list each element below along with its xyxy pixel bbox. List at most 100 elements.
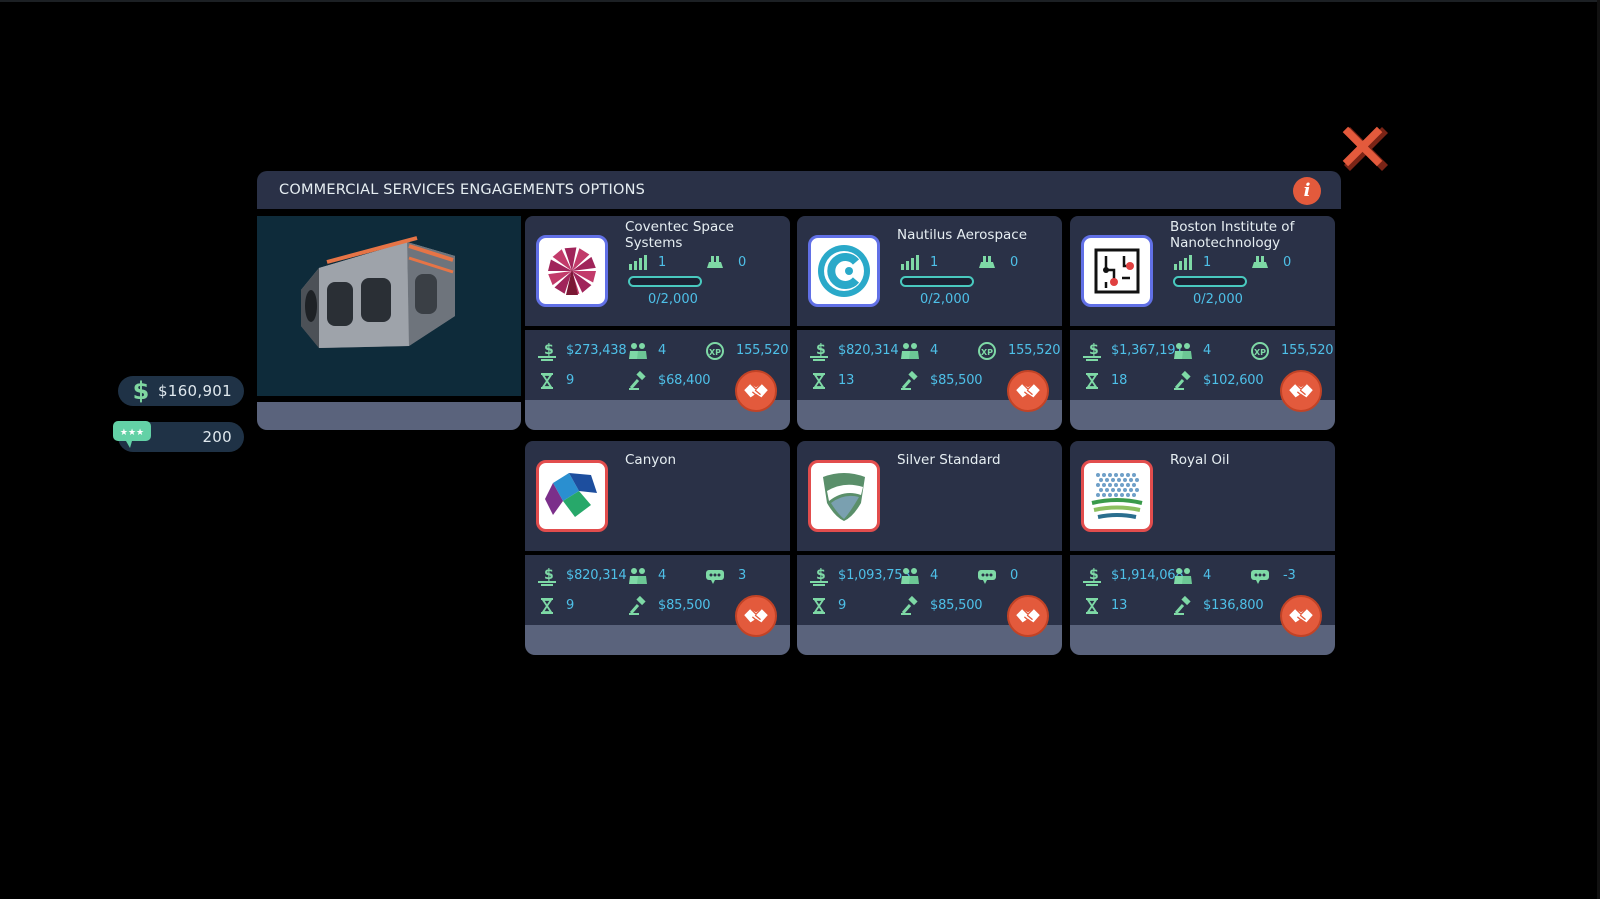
xp-icon: XP <box>1250 341 1270 361</box>
cost-icon: $ <box>1082 341 1102 361</box>
reward-value: 155,520 <box>1008 343 1061 358</box>
royal-oil-logo <box>1081 460 1153 532</box>
bid-icon <box>900 370 920 391</box>
svg-text:XP: XP <box>709 348 721 357</box>
company-name: Royal Oil <box>1170 452 1230 468</box>
cost-icon: $ <box>537 566 557 586</box>
handshake-icon <box>737 608 775 639</box>
duration-icon <box>537 596 557 616</box>
module-preview <box>257 216 521 396</box>
crew-icon <box>628 566 648 586</box>
cost-value: $273,438 <box>566 343 627 358</box>
xp-icon: XP <box>705 341 725 361</box>
cost-icon: $ <box>537 341 557 361</box>
preview-footer <box>257 402 521 430</box>
bid-icon <box>900 595 920 616</box>
capacity-value: 0 <box>1010 255 1019 270</box>
capacity-icon <box>1250 254 1270 270</box>
top-border <box>0 0 1600 2</box>
reputation-icon: ★★★ <box>113 421 151 448</box>
bid-value: $102,600 <box>1203 373 1264 388</box>
engage-button[interactable] <box>1280 595 1322 637</box>
crew-value: 4 <box>658 568 667 583</box>
svg-text:XP: XP <box>981 348 993 357</box>
level-icon <box>1173 254 1193 270</box>
cost-icon: $ <box>809 566 829 586</box>
engage-button[interactable] <box>1280 370 1322 412</box>
crew-icon <box>1173 566 1193 586</box>
svg-text:$: $ <box>544 342 554 358</box>
engage-button[interactable] <box>1007 595 1049 637</box>
info-button[interactable]: i <box>1293 177 1321 205</box>
info-icon: i <box>1303 180 1311 201</box>
company-name: Canyon <box>625 452 677 468</box>
progress-bar <box>628 276 702 287</box>
crew-icon <box>1173 341 1193 361</box>
bid-value: $85,500 <box>930 598 983 613</box>
reward-value: 155,520 <box>1281 343 1334 358</box>
bid-value: $85,500 <box>930 373 983 388</box>
svg-text:$: $ <box>816 567 826 583</box>
engage-button[interactable] <box>735 370 777 412</box>
bid-icon <box>1173 595 1193 616</box>
money-display: $ $160,901 <box>118 376 244 406</box>
dollar-icon: $ <box>132 377 150 405</box>
bid-value: $68,400 <box>658 373 711 388</box>
bid-value: $85,500 <box>658 598 711 613</box>
svg-text:★★★: ★★★ <box>120 428 144 438</box>
duration-value: 18 <box>1111 373 1128 388</box>
crew-icon <box>900 566 920 586</box>
bid-value: $136,800 <box>1203 598 1264 613</box>
cost-value: $1,367,191 <box>1111 343 1184 358</box>
progress-bar <box>1173 276 1247 287</box>
crew-value: 4 <box>930 343 939 358</box>
duration-value: 13 <box>838 373 855 388</box>
svg-text:XP: XP <box>1254 348 1266 357</box>
duration-icon <box>809 596 829 616</box>
right-border <box>1597 0 1600 899</box>
engage-button[interactable] <box>1007 370 1049 412</box>
cost-value: $1,914,068 <box>1111 568 1184 583</box>
duration-value: 9 <box>838 598 847 613</box>
close-icon <box>1342 126 1388 171</box>
handshake-icon <box>1009 383 1047 414</box>
cost-value: $820,314 <box>838 343 899 358</box>
progress-text: 0/2,000 <box>648 292 698 307</box>
space-module-icon <box>301 236 455 348</box>
progress-text: 0/2,000 <box>920 292 970 307</box>
company-name: Coventec Space Systems <box>625 219 734 251</box>
reward-value: 0 <box>1010 568 1019 583</box>
canyon-logo <box>536 460 608 532</box>
duration-icon <box>1082 371 1102 391</box>
duration-value: 9 <box>566 598 575 613</box>
progress-bar <box>900 276 974 287</box>
company-name: Boston Institute of Nanotechnology <box>1170 219 1295 251</box>
reputation-icon <box>705 566 725 586</box>
company-name: Silver Standard <box>897 452 1001 468</box>
capacity-value: 0 <box>1283 255 1292 270</box>
company-name: Nautilus Aerospace <box>897 227 1028 243</box>
duration-value: 13 <box>1111 598 1128 613</box>
bid-icon <box>1173 370 1193 391</box>
bid-icon <box>628 370 648 391</box>
nautilus-logo <box>808 235 880 307</box>
engage-button[interactable] <box>735 595 777 637</box>
crew-icon <box>900 341 920 361</box>
crew-value: 4 <box>1203 343 1212 358</box>
handshake-icon <box>1282 383 1320 414</box>
progress-text: 0/2,000 <box>1193 292 1243 307</box>
crew-value: 4 <box>658 343 667 358</box>
bid-icon <box>628 595 648 616</box>
close-button[interactable] <box>1340 124 1388 172</box>
xp-icon: XP <box>977 341 997 361</box>
capacity-value: 0 <box>738 255 747 270</box>
panel-title: COMMERCIAL SERVICES ENGAGEMENTS OPTIONS <box>279 182 646 198</box>
svg-text:$: $ <box>544 567 554 583</box>
cost-icon: $ <box>809 341 829 361</box>
